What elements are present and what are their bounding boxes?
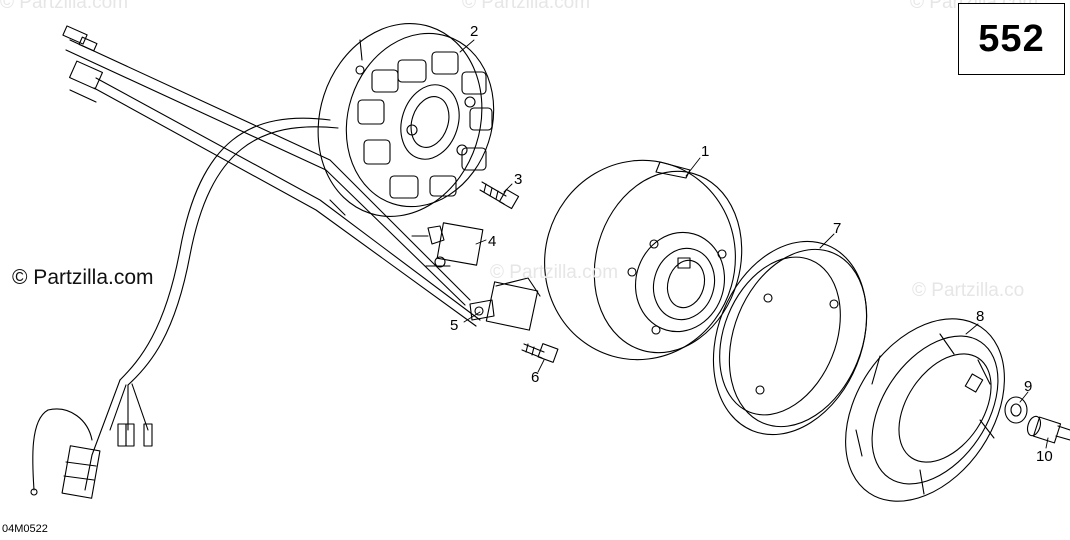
stator-coils (355, 51, 493, 199)
diagram-number: 552 (978, 17, 1045, 60)
callout-4: 4 (488, 233, 496, 250)
callout-leader-lines (459, 39, 1049, 449)
callout-6: 6 (531, 369, 539, 386)
callout-7: 7 (833, 220, 841, 237)
faint-watermark: © Partzilla.com (0, 0, 129, 13)
wiring-harness (32, 39, 481, 491)
callout-9: 9 (1024, 378, 1032, 395)
callout-2: 2 (470, 23, 478, 40)
faint-watermark: © Partzilla.co (912, 280, 1025, 301)
wire-connector-top (62, 25, 104, 103)
callout-5: 5 (450, 317, 458, 334)
diagram-number-box: 552 (958, 3, 1065, 75)
pickup-sensor (469, 277, 541, 331)
stator-plate (317, 23, 495, 217)
lock-washer (1004, 396, 1028, 424)
watermark: © Partzilla.com (12, 266, 154, 289)
trigger-coil (411, 222, 484, 268)
callout-3: 3 (514, 171, 522, 188)
flywheel (544, 159, 743, 361)
starter-cup (845, 318, 1005, 502)
faint-watermark: © Partzilla.com (490, 262, 619, 283)
callout-labels: 1 2 3 4 5 6 7 8 9 10 (450, 23, 1053, 465)
flange-bolt (1026, 415, 1070, 444)
stator-screw (479, 181, 520, 210)
pickup-screw (521, 343, 559, 363)
figure-code: 04M0522 (2, 523, 48, 535)
callout-8: 8 (976, 308, 984, 325)
starting-pulley (712, 240, 868, 436)
callout-1: 1 (701, 143, 709, 160)
faint-watermark: © Partzilla.com (462, 0, 591, 13)
callout-10: 10 (1036, 448, 1053, 465)
wire-connector-bottom (30, 423, 153, 499)
